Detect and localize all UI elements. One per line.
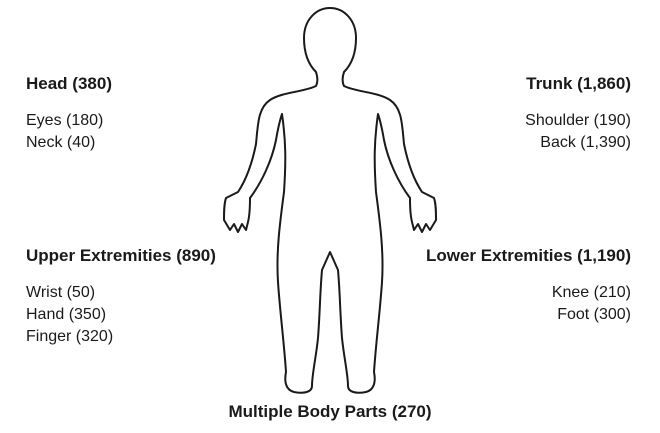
head-item-eyes: Eyes (180) [26,110,112,132]
lower-extremities-group: Lower Extremities (1,190) Knee (210) Foo… [426,246,631,326]
head-group: Head (380) Eyes (180) Neck (40) [26,74,112,154]
upper-extremities-group: Upper Extremities (890) Wrist (50) Hand … [26,246,216,348]
lower-item-foot: Foot (300) [426,304,631,326]
lower-extremities-title: Lower Extremities (1,190) [426,246,631,266]
lower-item-knee: Knee (210) [426,282,631,304]
upper-item-finger: Finger (320) [26,326,216,348]
human-body-outline-icon [212,2,448,400]
trunk-title: Trunk (1,860) [525,74,631,94]
multiple-body-parts-title: Multiple Body Parts (270) [0,402,660,422]
upper-extremities-title: Upper Extremities (890) [26,246,216,266]
trunk-item-shoulder: Shoulder (190) [525,110,631,132]
head-title: Head (380) [26,74,112,94]
upper-item-wrist: Wrist (50) [26,282,216,304]
trunk-item-back: Back (1,390) [525,132,631,154]
head-item-neck: Neck (40) [26,132,112,154]
trunk-group: Trunk (1,860) Shoulder (190) Back (1,390… [525,74,631,154]
upper-item-hand: Hand (350) [26,304,216,326]
